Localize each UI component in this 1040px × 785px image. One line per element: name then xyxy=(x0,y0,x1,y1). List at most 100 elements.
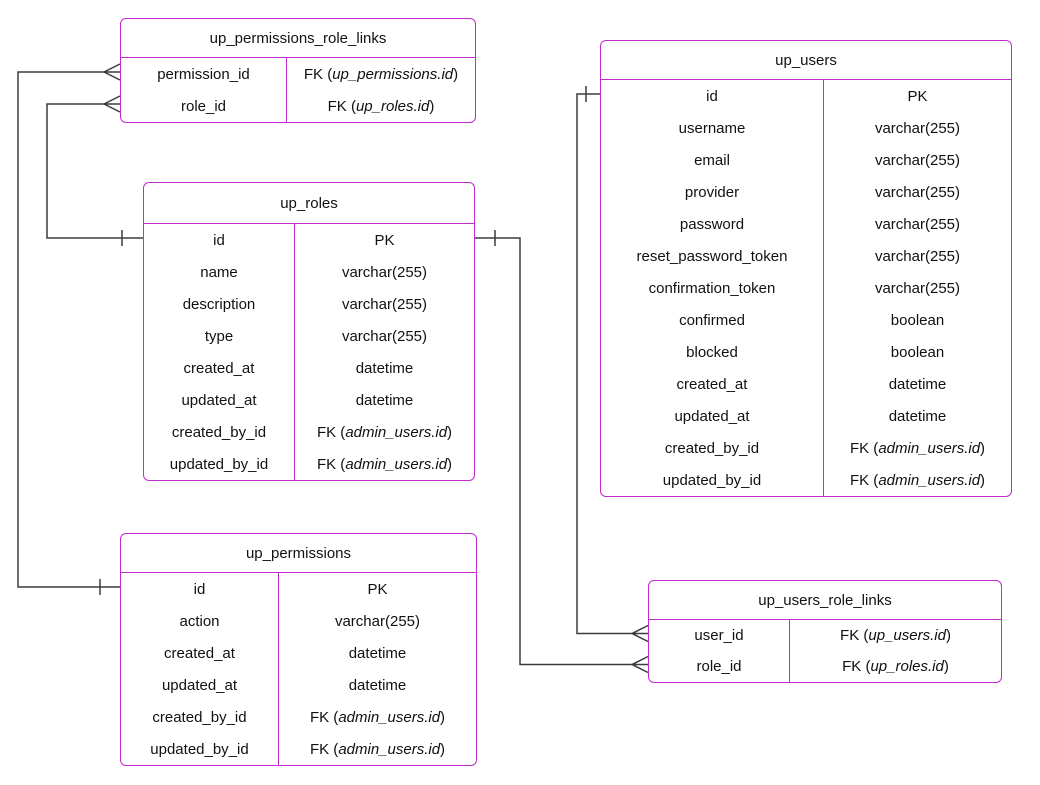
type-text-close: ) xyxy=(440,740,446,758)
column-type: datetime xyxy=(294,384,474,416)
table-row: updated_by_id FK (admin_users.id) xyxy=(144,448,474,480)
type-ref: up_roles.id xyxy=(355,97,430,115)
column-type: datetime xyxy=(294,352,474,384)
table-row: name varchar(255) xyxy=(144,256,474,288)
table-row: created_at datetime xyxy=(121,637,476,669)
column-type: FK (up_roles.id) xyxy=(789,651,1001,682)
type-ref: admin_users.id xyxy=(338,740,441,758)
type-text: datetime xyxy=(348,644,407,662)
type-text: varchar(255) xyxy=(874,247,961,265)
table-row: description varchar(255) xyxy=(144,288,474,320)
table-title: up_permissions xyxy=(121,534,476,573)
column-type: varchar(255) xyxy=(278,605,476,637)
type-text: FK ( xyxy=(316,455,346,473)
column-type: varchar(255) xyxy=(294,288,474,320)
column-type: FK (admin_users.id) xyxy=(294,416,474,448)
column-name: created_at xyxy=(183,359,255,377)
type-text-close: ) xyxy=(980,439,986,457)
column-type: datetime xyxy=(278,669,476,701)
table-row: created_by_id FK (admin_users.id) xyxy=(601,432,1011,464)
table-row: provider varchar(255) xyxy=(601,176,1011,208)
column-name: updated_at xyxy=(181,391,257,409)
type-text: FK ( xyxy=(303,65,333,83)
table-row: updated_at datetime xyxy=(601,400,1011,432)
column-type: varchar(255) xyxy=(823,144,1011,176)
table-row: action varchar(255) xyxy=(121,605,476,637)
column-type: datetime xyxy=(278,637,476,669)
column-name: id xyxy=(213,231,225,249)
table-row: id PK xyxy=(121,573,476,605)
type-text: varchar(255) xyxy=(874,215,961,233)
table-row: type varchar(255) xyxy=(144,320,474,352)
column-type: varchar(255) xyxy=(823,176,1011,208)
column-type: FK (admin_users.id) xyxy=(278,733,476,765)
table-row: created_by_id FK (admin_users.id) xyxy=(121,701,476,733)
type-text: PK xyxy=(374,231,395,249)
entity-table-up-permissions-role-links[interactable]: up_permissions_role_links permission_id … xyxy=(120,18,476,123)
type-text: FK ( xyxy=(840,627,869,644)
table-row: updated_at datetime xyxy=(121,669,476,701)
type-ref: admin_users.id xyxy=(878,439,981,457)
column-name: password xyxy=(679,215,745,233)
column-name: updated_at xyxy=(161,676,238,694)
column-type: PK xyxy=(823,80,1011,112)
type-text-close: ) xyxy=(943,658,949,675)
type-text: datetime xyxy=(888,375,947,393)
table-title: up_users xyxy=(601,41,1011,80)
type-text: varchar(255) xyxy=(874,279,961,297)
column-name: action xyxy=(179,612,220,630)
table-row: id PK xyxy=(601,80,1011,112)
column-type: FK (admin_users.id) xyxy=(278,701,476,733)
table-row: user_id FK (up_users.id) xyxy=(649,620,1001,651)
table-row: id PK xyxy=(144,224,474,256)
table-row: updated_by_id FK (admin_users.id) xyxy=(601,464,1011,496)
column-name: user_id xyxy=(694,627,744,644)
column-name: type xyxy=(204,327,234,345)
column-name: provider xyxy=(684,183,740,201)
type-text: FK ( xyxy=(309,740,339,758)
type-text-close: ) xyxy=(429,97,435,115)
table-row: created_at datetime xyxy=(144,352,474,384)
column-type: varchar(255) xyxy=(823,240,1011,272)
type-text-close: ) xyxy=(980,471,986,489)
column-type: boolean xyxy=(823,336,1011,368)
type-text: FK ( xyxy=(309,708,339,726)
entity-table-up-roles[interactable]: up_roles id PK name varchar(255) descrip… xyxy=(143,182,475,481)
type-text: FK ( xyxy=(842,658,871,675)
table-row: reset_password_token varchar(255) xyxy=(601,240,1011,272)
type-ref: up_roles.id xyxy=(870,658,944,675)
type-ref: admin_users.id xyxy=(338,708,441,726)
type-text-close: ) xyxy=(447,423,453,441)
table-row: updated_at datetime xyxy=(144,384,474,416)
column-name: updated_at xyxy=(674,407,750,425)
type-text: varchar(255) xyxy=(874,151,961,169)
column-name: reset_password_token xyxy=(636,247,788,265)
type-text: datetime xyxy=(355,359,414,377)
table-row: role_id FK (up_roles.id) xyxy=(649,651,1001,682)
column-name: created_at xyxy=(676,375,748,393)
connector-paths xyxy=(17,71,632,666)
table-row: email varchar(255) xyxy=(601,144,1011,176)
table-row: password varchar(255) xyxy=(601,208,1011,240)
entity-table-up-users[interactable]: up_users id PK username varchar(255) ema… xyxy=(600,40,1012,497)
column-name: created_at xyxy=(164,644,235,662)
type-text: varchar(255) xyxy=(341,295,428,313)
column-type: datetime xyxy=(823,368,1011,400)
type-ref: admin_users.id xyxy=(345,455,448,473)
entity-table-up-permissions[interactable]: up_permissions id PK action varchar(255)… xyxy=(120,533,477,766)
table-title: up_roles xyxy=(144,183,474,224)
column-name: updated_by_id xyxy=(662,471,762,489)
type-ref: up_permissions.id xyxy=(332,65,454,83)
column-name: username xyxy=(678,119,746,137)
table-row: role_id FK (up_roles.id) xyxy=(121,90,475,122)
table-title: up_users_role_links xyxy=(649,581,1001,620)
entity-table-up-users-role-links[interactable]: up_users_role_links user_id FK (up_users… xyxy=(648,580,1002,683)
table-row: confirmation_token varchar(255) xyxy=(601,272,1011,304)
type-text: FK ( xyxy=(849,471,879,489)
type-text-close: ) xyxy=(447,455,453,473)
table-title: up_permissions_role_links xyxy=(121,19,475,58)
crow-foot-markers xyxy=(103,63,649,674)
table-row: created_by_id FK (admin_users.id) xyxy=(144,416,474,448)
column-type: FK (up_users.id) xyxy=(789,620,1001,651)
